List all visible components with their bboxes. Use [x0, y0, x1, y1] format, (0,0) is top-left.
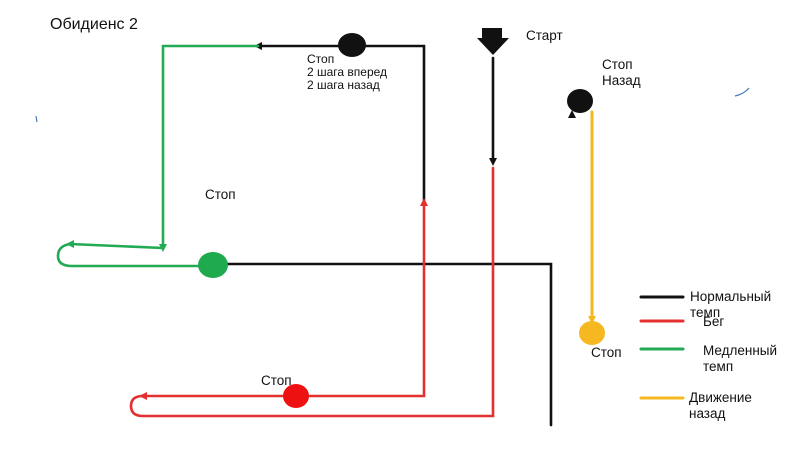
start-arrow-icon: [477, 28, 509, 55]
normal-pace-route: [210, 28, 576, 427]
stop-point-top: [338, 33, 366, 57]
backward-route: [588, 110, 596, 324]
arrowhead-normal-1: [489, 158, 497, 166]
arrowhead-back: [588, 316, 596, 324]
slow-path-return: [56, 242, 214, 268]
slow-path-turn: [68, 242, 165, 250]
normal-path-top: [256, 44, 426, 207]
legend-label-back: Движение назад: [689, 390, 752, 421]
diagram-title: Обидиенс 2: [50, 16, 138, 33]
run-path-inner: [141, 203, 426, 398]
stop-point-right: [567, 89, 593, 113]
stop-label-red: Стоп: [261, 373, 292, 388]
slow-pace-route: [56, 44, 260, 268]
stop-label-right: Стоп Назад: [602, 57, 641, 88]
stray-mark: [734, 87, 750, 97]
stray-mark-2: [35, 115, 38, 123]
slow-path-top: [161, 44, 260, 250]
start-label: Старт: [526, 28, 563, 43]
stop-label-left: Стоп: [205, 187, 236, 202]
legend-label-run: Бег: [703, 314, 725, 329]
legend-label-slow: Медленный темп: [703, 343, 778, 374]
arrowhead-run-1: [420, 198, 428, 206]
run-route: [129, 166, 495, 418]
run-path-outer: [129, 166, 495, 418]
legend-swatches: [639, 295, 685, 400]
legend-label-normal: Нормальный темп: [690, 289, 772, 320]
stop-point-green: [198, 252, 228, 278]
normal-path-middle: [210, 262, 553, 427]
stop-point-red: [283, 384, 309, 408]
stop-label-top: Стоп 2 шага вперед 2 шага назад: [307, 52, 388, 92]
stop-label-yellow: Стоп: [591, 345, 622, 360]
stop-point-yellow: [579, 321, 605, 345]
arrowhead-normal-3: [568, 110, 576, 118]
